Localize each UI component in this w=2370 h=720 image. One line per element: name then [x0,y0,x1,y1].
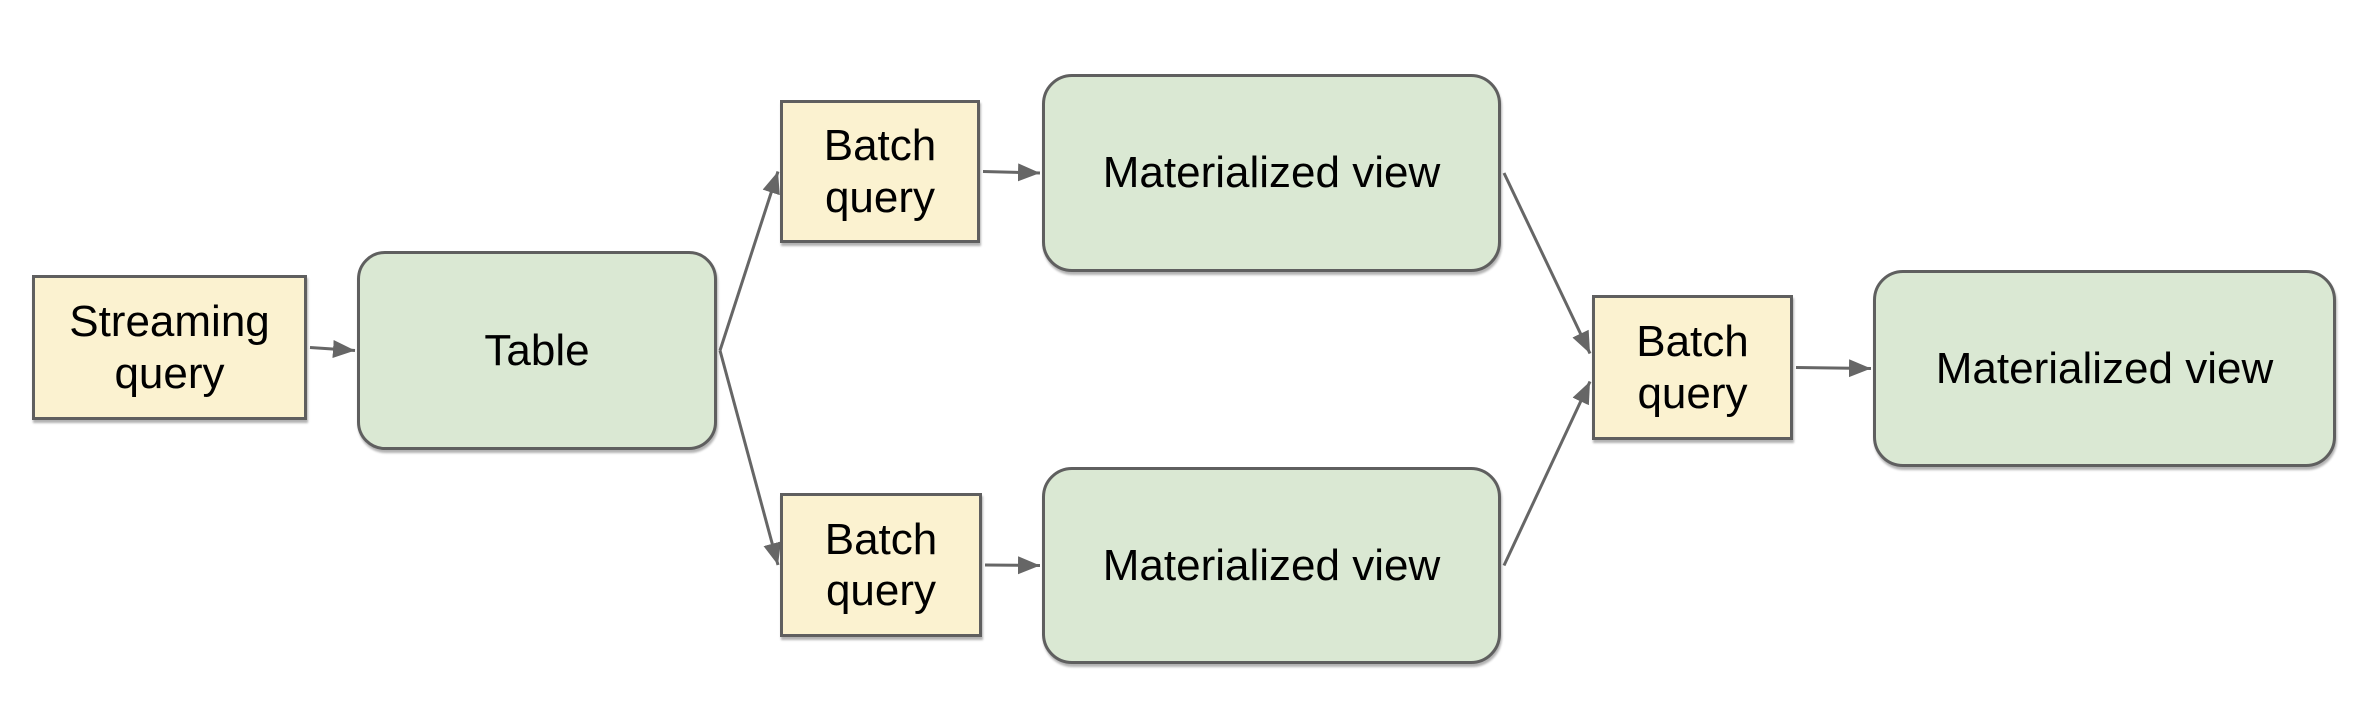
edge-batch-query-right-to-materialized-view-right [1795,359,1872,378]
node-streaming-query: Streaming query [32,275,307,420]
node-batch-query-top: Batch query [780,100,980,243]
edge-streaming-query-to-table [309,340,356,359]
node-label: Streaming query [69,297,270,398]
node-label: Materialized view [1102,540,1441,590]
node-label: Batch query [823,121,937,222]
node-label: Batch query [1636,317,1749,418]
edge-batch-query-top-to-materialized-view-top [982,163,1041,182]
node-table: Table [357,251,717,450]
edge-batch-query-bottom-to-materialized-view-bottom [984,556,1041,575]
node-materialized-view-top: Materialized view [1042,74,1501,272]
node-materialized-view-bottom: Materialized view [1042,467,1501,664]
node-materialized-view-right: Materialized view [1873,270,2336,467]
node-batch-query-bottom: Batch query [780,493,982,637]
node-batch-query-right: Batch query [1592,295,1793,440]
edge-materialized-view-top-to-batch-query-right [1502,172,1592,355]
node-label: Table [484,325,590,375]
node-label: Batch query [824,514,938,615]
edge-table-to-batch-query-top [718,171,780,351]
edge-materialized-view-bottom-to-batch-query-right [1502,380,1592,567]
edge-table-to-batch-query-bottom [718,350,781,566]
node-label: Materialized view [1935,343,2274,393]
node-label: Materialized view [1102,148,1441,198]
